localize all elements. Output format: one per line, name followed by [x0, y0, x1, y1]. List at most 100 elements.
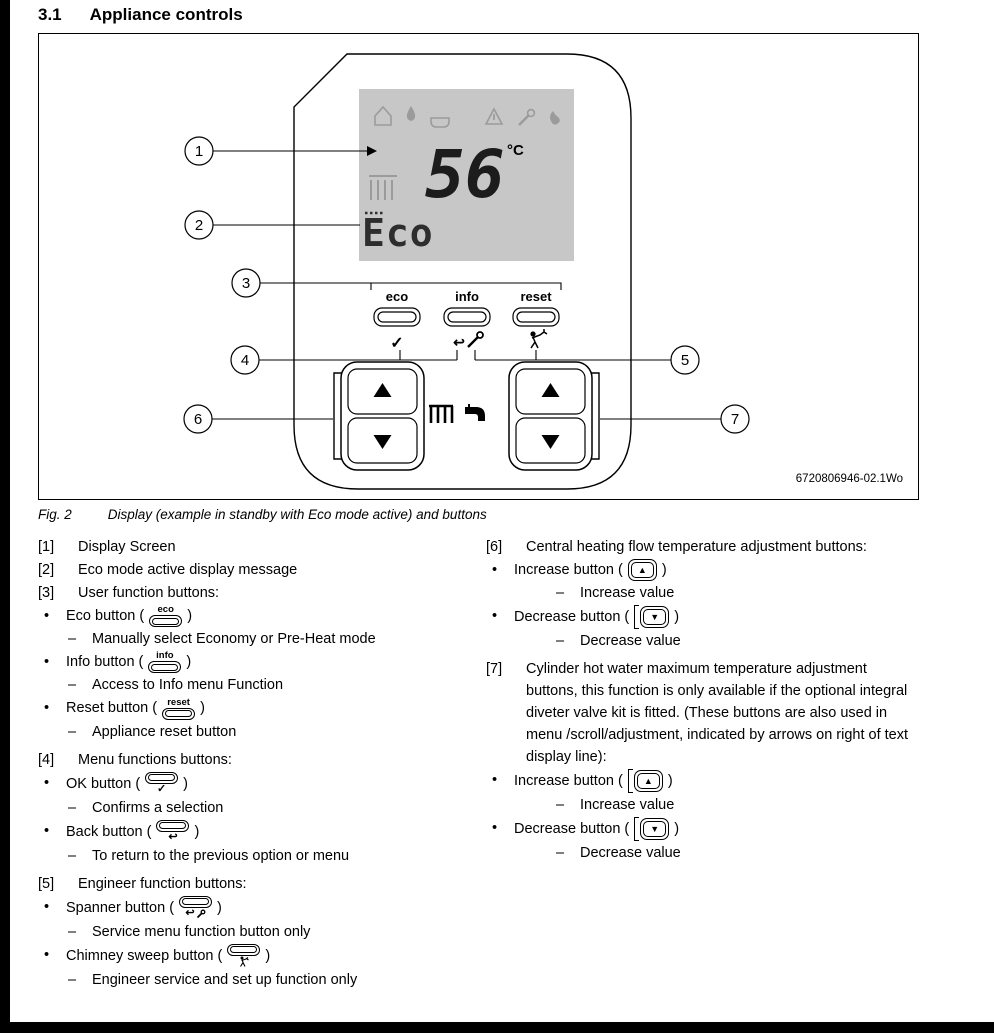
up-arrow-icon	[373, 383, 392, 397]
legend-sub-item: –Increase value	[556, 585, 675, 602]
hot-water-tap-icon	[465, 404, 485, 421]
flame-icon	[550, 111, 560, 125]
user-function-buttons: eco info reset	[373, 289, 560, 327]
lcd-unit: °C	[507, 142, 524, 159]
check-icon: ✓	[157, 783, 167, 796]
appliance-diagram: 56 °C Eco eco info reset ✓ ↩	[183, 53, 903, 490]
back-arrow-icon: ↩	[168, 831, 178, 844]
legend-sub-item: –To return to the previous option or men…	[68, 847, 350, 864]
legend-sub-item: –Appliance reset button	[68, 723, 237, 740]
legend-eco-button: • Eco button (eco)	[38, 605, 478, 628]
central-heating-icon	[429, 404, 454, 423]
reset-button-inner	[516, 311, 556, 323]
legend-ch-increase-button: • Increase button (▲)	[486, 559, 910, 582]
legend-item-5: [5]Engineer function buttons:	[38, 875, 247, 892]
eco-button-inner	[377, 311, 417, 323]
legend-hw-decrease-button: • Decrease button (▼)	[486, 817, 910, 842]
svg-text:7: 7	[731, 411, 739, 428]
svg-text:2: 2	[195, 217, 203, 234]
callout-1: 1	[184, 136, 214, 166]
spanner-button-icon: ↩	[179, 895, 213, 920]
chimney-sweep-icon	[530, 329, 548, 349]
legend-reset-button: • Reset button (reset)	[38, 697, 478, 720]
bath-icon	[430, 117, 450, 128]
legend-sub-item: –Engineer service and set up function on…	[68, 971, 358, 988]
section-heading: 3.1 Appliance controls	[38, 5, 243, 25]
callout-5: 5	[670, 345, 700, 375]
legend-column-left: [1]Display Screen [2]Eco mode active dis…	[38, 536, 478, 992]
ok-button-icon: ✓	[145, 771, 179, 796]
legend-back-button: • Back button (↩)	[38, 819, 478, 844]
right-clamp	[591, 372, 600, 460]
legend-sub-item: –Increase value	[556, 797, 675, 814]
legend-info-button: • Info button (info)	[38, 651, 478, 674]
reset-button-label: reset	[520, 289, 552, 304]
spanner-head	[526, 108, 536, 118]
section-title: Appliance controls	[89, 5, 243, 24]
legend-sub-item: –Decrease value	[556, 633, 681, 650]
legend-chimney-sweep-button: • Chimney sweep button ()	[38, 943, 478, 968]
spanner-icon	[196, 909, 206, 918]
legend-item-7: [7]Cylinder hot water maximum temperatur…	[486, 661, 909, 766]
svg-text:3: 3	[242, 275, 250, 292]
left-clamp	[333, 372, 342, 460]
legend-ok-button: • OK button (✓)	[38, 771, 478, 796]
figure-caption-label: Fig. 2	[38, 507, 72, 522]
section-number: 3.1	[38, 5, 62, 24]
back-arrow-icon: ↩	[453, 334, 465, 350]
callout-lines	[212, 150, 721, 420]
page-edge-bottom	[0, 1022, 994, 1033]
ok-check-icon: ✓	[390, 335, 403, 352]
down-button-icon: ▼	[634, 605, 670, 630]
lcd-status-icons	[374, 105, 560, 128]
up-button-icon: ▲	[627, 559, 657, 582]
legend-item-1: [1]Display Screen	[38, 539, 176, 555]
down-arrow-icon	[373, 435, 392, 449]
page-edge-left	[0, 0, 10, 1033]
eco-button-label: eco	[386, 289, 408, 304]
figure-caption-text: Display (example in standby with Eco mod…	[107, 507, 487, 522]
warning-icon	[484, 107, 504, 125]
water-drop-icon	[406, 106, 416, 121]
legend-spanner-button: • Spanner button (↩)	[38, 895, 478, 920]
legend-column-right: [6]Central heating flow temperature adju…	[486, 536, 910, 865]
down-button-clamped-icon: ▼	[634, 817, 670, 842]
legend-ch-decrease-button: • Decrease button (▼)	[486, 605, 910, 630]
lcd-temperature: 56	[425, 136, 504, 213]
spanner-small-icon	[467, 331, 484, 348]
house-icon	[374, 105, 392, 126]
callout-6: 6	[183, 404, 213, 434]
legend-item-4: [4]Menu functions buttons:	[38, 751, 232, 768]
legend-sub-item: –Confirms a selection	[68, 799, 224, 816]
up-arrow-icon	[541, 383, 560, 397]
up-button-clamped-icon: ▲	[627, 769, 663, 794]
figure-appliance-controls: 56 °C Eco eco info reset ✓ ↩	[38, 33, 919, 500]
svg-text:5: 5	[681, 352, 689, 369]
legend-hw-increase-button: • Increase button (▲)	[486, 769, 910, 794]
down-arrow-icon: ▼	[650, 823, 660, 834]
legend-item-2: [2]Eco mode active display message	[38, 562, 298, 578]
svg-text:1: 1	[195, 143, 203, 160]
svg-text:6: 6	[194, 411, 202, 428]
callout-3: 3	[231, 268, 261, 298]
up-arrow-icon: ▲	[643, 775, 653, 786]
down-arrow-icon	[541, 435, 560, 449]
reset-button-icon: reset	[162, 697, 196, 720]
callout-2: 2	[184, 210, 214, 240]
legend-sub-item: –Decrease value	[556, 845, 681, 862]
back-button-icon: ↩	[156, 819, 190, 844]
back-arrow-icon: ↩	[185, 907, 195, 920]
callout-1-arrow	[367, 146, 377, 156]
svg-text:4: 4	[241, 352, 249, 369]
ch-adjust-buttons	[333, 361, 425, 471]
info-button-label: info	[455, 289, 479, 304]
figure-ref-code: 6720806946-02.1Wo	[796, 473, 903, 485]
hw-adjust-buttons	[508, 361, 600, 471]
info-button-icon: info	[148, 651, 182, 674]
chimney-sweep-button-icon	[227, 943, 261, 968]
chimney-sweep-icon	[240, 956, 250, 967]
eco-button-icon: eco	[149, 605, 183, 628]
spanner-status-icon	[518, 114, 530, 126]
legend-item-6: [6]Central heating flow temperature adju…	[486, 539, 867, 555]
